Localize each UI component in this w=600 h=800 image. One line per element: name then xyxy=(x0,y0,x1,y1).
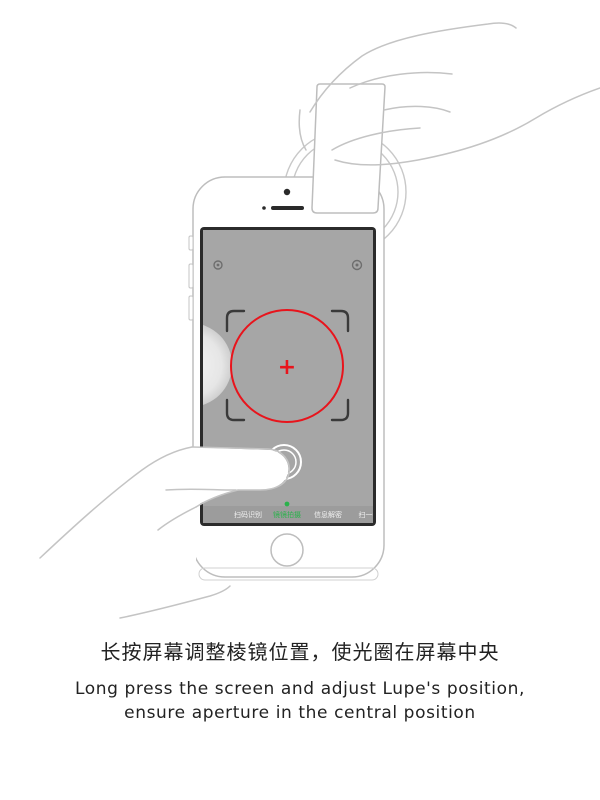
instruction-text-en-line1: Long press the screen and adjust Lupe's … xyxy=(74,679,526,699)
lower-hand xyxy=(39,446,291,620)
tab-scan-recognize[interactable]: 扫码识别 xyxy=(234,510,262,519)
home-button[interactable] xyxy=(270,533,304,567)
active-tab-dot xyxy=(284,501,290,507)
lupe-clip xyxy=(311,83,386,214)
lupe-light-glow xyxy=(203,325,232,405)
phone-side-button xyxy=(188,295,194,321)
center-crosshair: + xyxy=(278,355,296,380)
help-circle-icon[interactable] xyxy=(351,259,363,271)
viewfinder-frame xyxy=(225,309,350,422)
settings-gear-icon[interactable] xyxy=(213,260,223,270)
aperture-target-circle xyxy=(230,309,344,423)
upper-hand xyxy=(298,22,600,166)
tab-lens-capture[interactable]: 镜镜拍摄 xyxy=(273,510,301,519)
tab-info-decrypt[interactable]: 信息解密 xyxy=(314,510,342,519)
front-camera xyxy=(283,188,291,196)
phone-bottom-edge xyxy=(198,567,379,581)
phone-side-button xyxy=(188,263,194,289)
instruction-illustration: + 扫码识别 镜镜拍摄 信息解密 扫一扫 xyxy=(39,22,600,620)
proximity-sensor xyxy=(262,206,266,210)
phone-side-button xyxy=(188,235,194,251)
earpiece-speaker xyxy=(271,206,304,210)
instruction-text-en-line2: ensure aperture in the central position xyxy=(124,703,476,723)
tab-scan[interactable]: 扫一扫 xyxy=(359,510,380,519)
instruction-text-zh: 长按屏幕调整棱镜位置，使光圈在屏幕中央 xyxy=(100,640,500,664)
bottom-tab-bar xyxy=(203,506,373,523)
